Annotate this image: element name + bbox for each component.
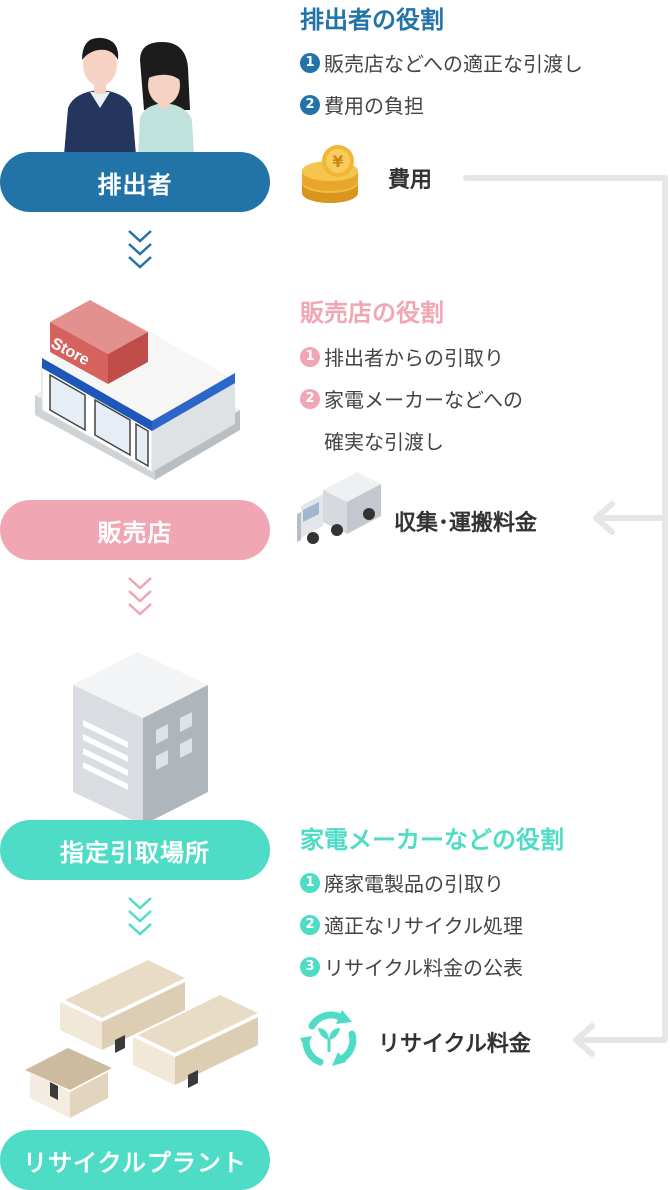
role-item-text: リサイクル料金の公表 bbox=[324, 956, 523, 980]
number-badge: 2 bbox=[300, 94, 320, 115]
role-item-text: 廃家電製品の引取り bbox=[324, 872, 504, 896]
role-item: 2 適正なリサイクル処理 bbox=[300, 910, 523, 939]
collection-building-illustration bbox=[73, 652, 208, 825]
number-badge: 1 bbox=[300, 346, 320, 367]
svg-text:¥: ¥ bbox=[332, 152, 343, 171]
role-item-text: 排出者からの引取り bbox=[324, 346, 504, 370]
yen-coins-icon: ¥ bbox=[302, 145, 358, 203]
actor-pill-discharger: 排出者 bbox=[0, 152, 270, 212]
role-item: 3 リサイクル料金の公表 bbox=[300, 952, 523, 981]
fee-flow-main-line bbox=[463, 175, 668, 1043]
number-badge: 2 bbox=[300, 914, 320, 935]
chevron-down-icon bbox=[128, 897, 152, 936]
role-title-discharger: 排出者の役割 bbox=[300, 6, 444, 34]
role-item: 2 家電メーカーなどへの bbox=[300, 384, 523, 413]
role-item: 1 排出者からの引取り bbox=[300, 342, 504, 371]
people-illustration bbox=[64, 37, 194, 155]
role-item-text: 家電メーカーなどへの bbox=[324, 388, 523, 412]
arrowhead-recycle-icon bbox=[573, 1023, 595, 1057]
actor-pill-retailer: 販売店 bbox=[0, 500, 270, 560]
cost-label-transport: 収集･運搬料金 bbox=[394, 511, 538, 536]
number-badge: 1 bbox=[300, 52, 320, 73]
role-item-continuation: 確実な引渡し bbox=[324, 430, 444, 454]
role-item-text: 適正なリサイクル処理 bbox=[324, 914, 523, 938]
recycle-icon bbox=[300, 1010, 357, 1066]
arrowhead-transport-icon bbox=[593, 501, 615, 535]
actor-pill-collection-site: 指定引取場所 bbox=[0, 820, 270, 880]
chevron-down-icon bbox=[128, 230, 152, 269]
role-title-retailer: 販売店の役割 bbox=[300, 299, 444, 327]
role-title-maker: 家電メーカーなどの役割 bbox=[300, 826, 564, 854]
role-item: 2 費用の負担 bbox=[300, 90, 424, 119]
number-badge: 1 bbox=[300, 872, 320, 893]
cost-label-fee: 費用 bbox=[388, 168, 433, 193]
actor-pill-recycling-plant: リサイクルプラント bbox=[0, 1130, 270, 1190]
cost-label-recycle: リサイクル料金 bbox=[378, 1032, 531, 1057]
role-item-text: 費用の負担 bbox=[324, 94, 424, 118]
store-illustration bbox=[35, 300, 240, 480]
role-item: 1 廃家電製品の引取り bbox=[300, 868, 504, 897]
chevron-down-icon bbox=[128, 577, 152, 616]
role-item-text: 販売店などへの適正な引渡し bbox=[324, 52, 583, 76]
number-badge: 2 bbox=[300, 388, 320, 409]
truck-icon bbox=[297, 472, 381, 544]
role-item: 1 販売店などへの適正な引渡し bbox=[300, 48, 583, 77]
recycling-plant-illustration bbox=[25, 960, 258, 1118]
number-badge: 3 bbox=[300, 956, 320, 977]
